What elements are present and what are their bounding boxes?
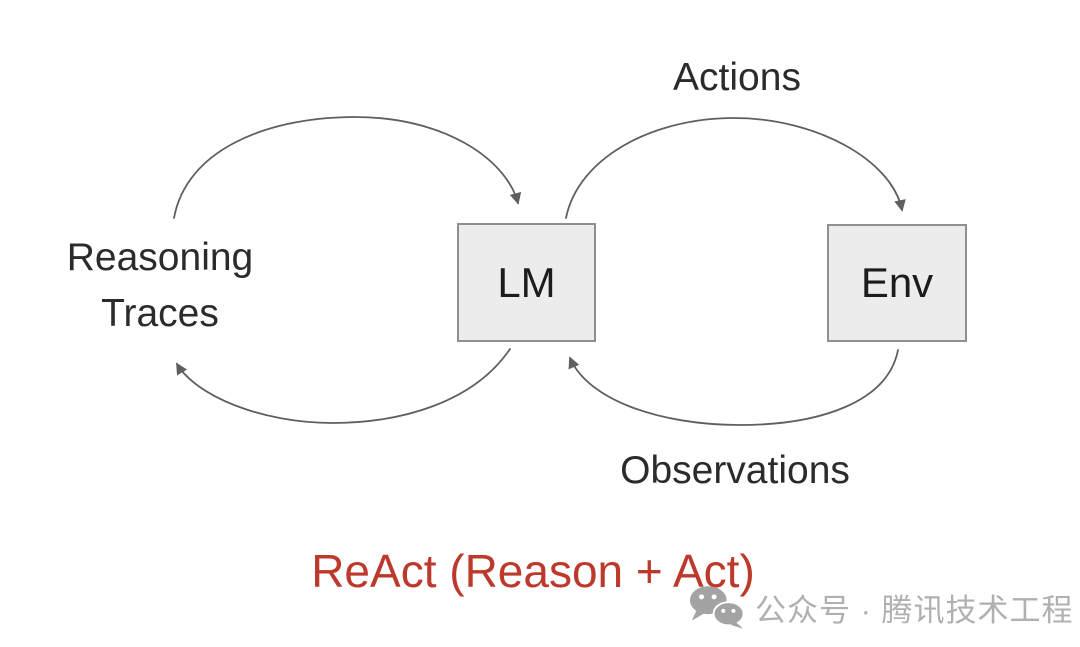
reasoning-traces-label: Reasoning Traces <box>40 230 280 342</box>
arc-lm-to-traces <box>176 348 511 424</box>
arc-lm-to-env-actions <box>565 117 906 219</box>
wechat-icon <box>689 586 745 629</box>
actions-label: Actions <box>673 56 801 99</box>
lm-node: LM <box>457 223 596 342</box>
lm-node-label: LM <box>497 258 556 306</box>
watermark: 公众号 · 腾讯技术工程 <box>688 584 1074 630</box>
env-node: Env <box>827 224 967 342</box>
arc-traces-to-lm <box>173 116 522 219</box>
env-node-label: Env <box>860 259 934 306</box>
watermark-text: 公众号 · 腾讯技术工程 <box>755 592 1074 628</box>
reasoning-traces-line1: Reasoning <box>66 236 254 279</box>
observations-label: Observations <box>620 449 850 492</box>
diagram-title: ReAct (Reason + Act) <box>311 545 755 597</box>
reasoning-traces-line2: Traces <box>101 292 219 335</box>
arc-env-to-lm-observations <box>568 349 899 426</box>
